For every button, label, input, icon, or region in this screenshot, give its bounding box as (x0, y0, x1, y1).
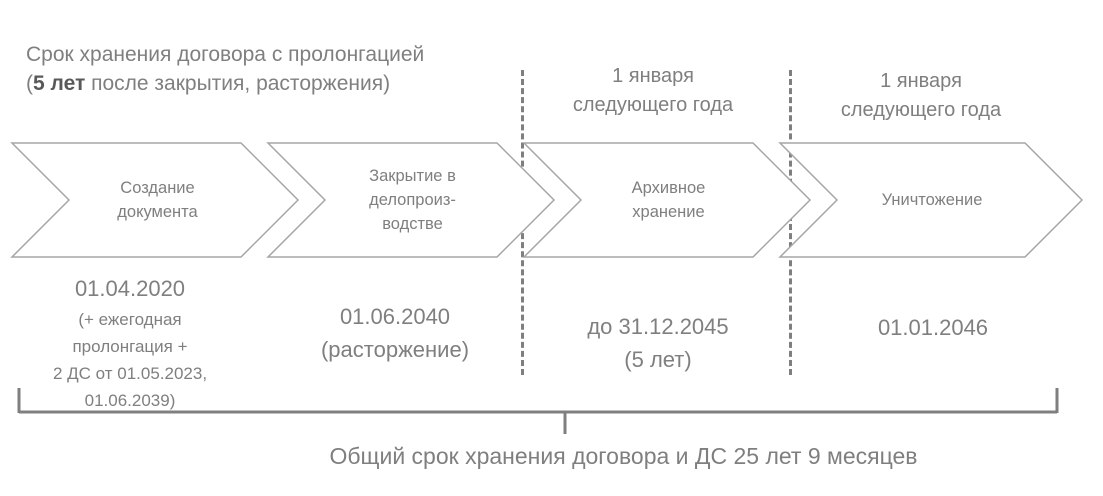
date-block-archive: до 31.12.2045 (5 лет) (548, 312, 768, 375)
date-creation-note-3: 2 ДС от 01.05.2023, (52, 364, 208, 383)
title-line-2: (5 лет после закрытия, расторжения) (26, 72, 391, 95)
chevron-stage-3 (522, 142, 812, 258)
dashed-divider-2 (789, 70, 792, 375)
date-block-creation: 01.04.2020 (+ ежегодная пролонгация + 2 … (20, 274, 240, 414)
date-block-closure: 01.06.2040 (расторжение) (285, 302, 505, 365)
date-creation-note-4: 01.06.2039) (84, 391, 176, 410)
date-archive-until: до 31.12.2045 (587, 314, 729, 339)
total-period-bracket (17, 388, 1059, 434)
date-archive-note: (5 лет) (624, 347, 692, 372)
date-creation-note-1: (+ ежегодная (78, 310, 182, 329)
chevron-stage-1 (10, 142, 300, 258)
title-line-1: Срок хранения договора с пролонгацией (26, 43, 425, 66)
chevron-stage-2 (266, 142, 556, 258)
date-creation: 01.04.2020 (74, 276, 186, 301)
date-closure-note: (расторжение) (320, 337, 470, 362)
stage-label-archive: Архивное хранение (631, 179, 706, 221)
stage-label-creation: Создание документа (117, 179, 198, 221)
chevron-stage-4 (778, 142, 1084, 258)
stage-label-closure: Закрытие в делопроиз- водстве (369, 167, 456, 233)
marker-label-archive: 1 января следующего года (572, 65, 734, 116)
marker-label-destroy: 1 января следующего года (840, 70, 1002, 121)
date-creation-note-2: пролонгация + (72, 337, 188, 356)
date-block-destruction: 01.01.2046 (823, 313, 1043, 343)
date-closure: 01.06.2040 (339, 304, 451, 329)
total-retention-period: Общий срок хранения договора и ДС 25 лет… (329, 443, 918, 469)
stage-label-destruction: Уничтожение (881, 191, 983, 209)
date-destruction: 01.01.2046 (877, 315, 989, 340)
diagram-title: Срок хранения договора с пролонгацией (5… (26, 40, 424, 98)
title-bold-term: 5 лет (33, 72, 86, 95)
